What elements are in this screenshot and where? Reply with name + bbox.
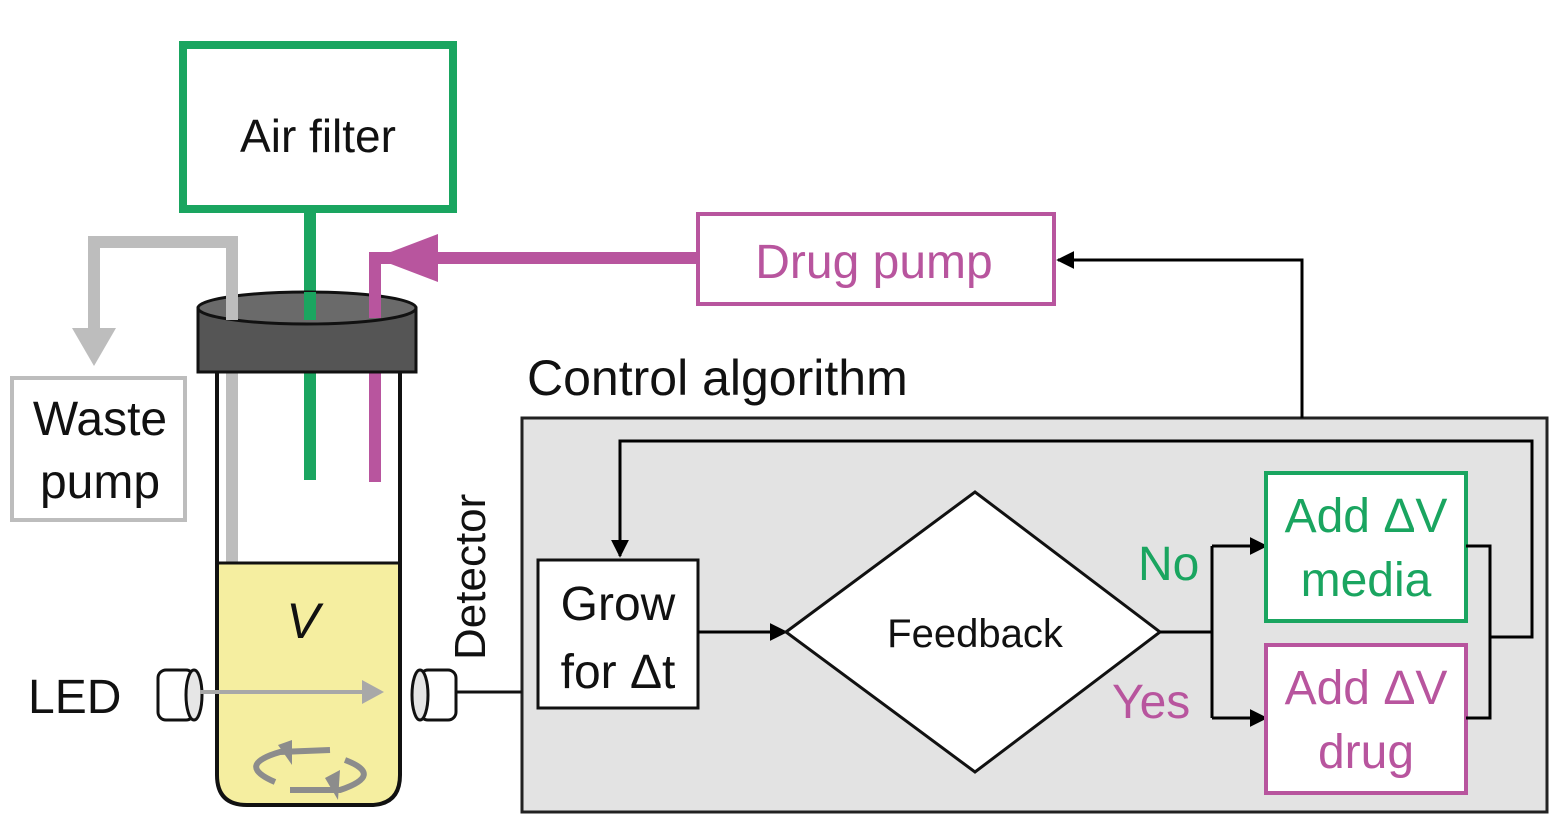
waste-pump-label-line1: Waste	[33, 393, 167, 446]
detector-label: Detector	[446, 494, 495, 660]
feedback-label: Feedback	[887, 612, 1064, 656]
add-drug-label-line2: drug	[1318, 726, 1414, 779]
waste-pump-box	[10, 376, 187, 522]
led-label: LED	[28, 671, 121, 724]
drug-arrowhead	[375, 234, 438, 282]
add-drug-label-line1: Add ΔV	[1285, 662, 1448, 715]
culture-liquid	[217, 563, 400, 805]
return-loop	[1466, 544, 1492, 720]
air-filter-box	[179, 41, 457, 213]
waste-arrowhead	[72, 328, 116, 366]
drug-pump-box	[696, 212, 1056, 306]
grow-label-line1: Grow	[561, 578, 676, 631]
drug-pump-signal	[1056, 251, 1304, 418]
volume-label: V	[286, 593, 324, 649]
drug-pump-label: Drug pump	[755, 236, 992, 289]
add-drug-box	[1264, 643, 1468, 795]
waste-pump-label-line2: pump	[40, 456, 160, 509]
detector-icon	[410, 668, 458, 722]
stirring-icon	[253, 747, 367, 793]
add-media-label-line2: media	[1301, 554, 1432, 607]
add-media-box	[1264, 471, 1468, 623]
waste-tube	[88, 236, 238, 565]
add-media-label-line1: Add ΔV	[1285, 490, 1448, 543]
no-label: No	[1138, 538, 1199, 591]
vessel-outline	[215, 372, 402, 807]
grow-label-line2: for Δt	[561, 646, 676, 699]
light-beam-arrowhead	[362, 680, 384, 704]
yes-label: Yes	[1112, 676, 1190, 729]
led-icon	[156, 668, 204, 722]
air-filter-label: Air filter	[240, 110, 396, 162]
control-algorithm-title: Control algorithm	[527, 350, 908, 406]
grow-box	[536, 558, 700, 710]
